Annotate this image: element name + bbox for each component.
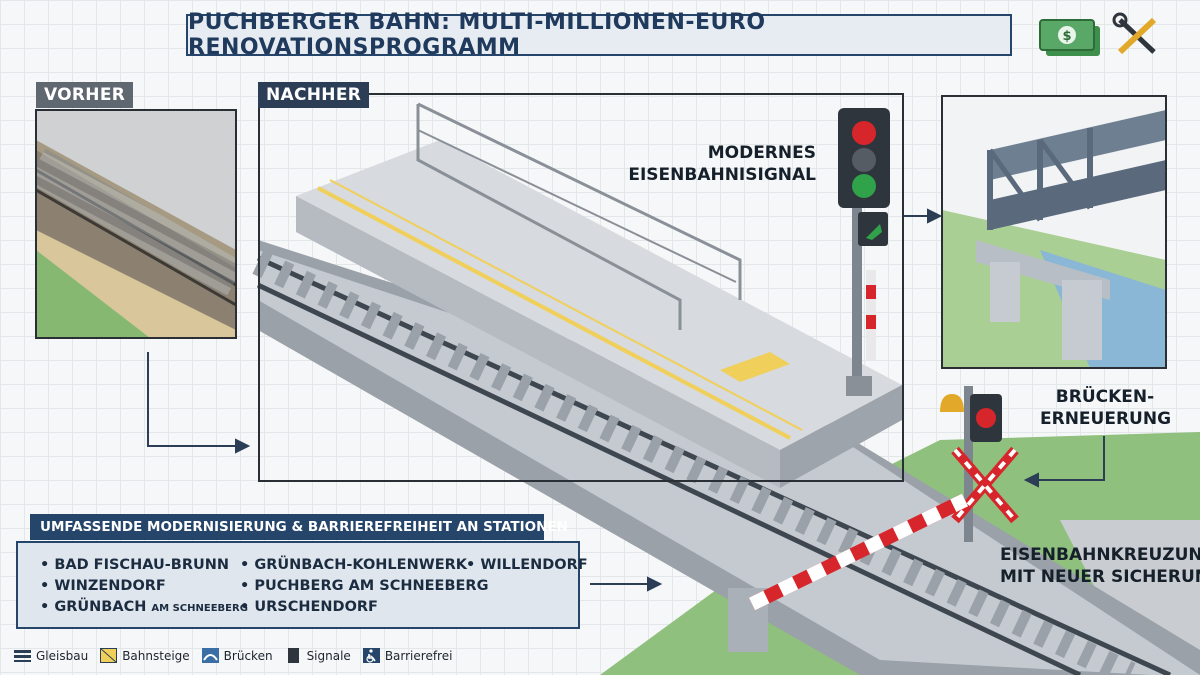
bridge-icon bbox=[201, 648, 219, 663]
legend-label: Brücken bbox=[223, 648, 273, 663]
after-panel bbox=[258, 93, 904, 482]
crossing-callout-line2: MIT NEUER SICHERUNG bbox=[1000, 567, 1200, 587]
signal-callout-line1: MODERNES bbox=[707, 143, 816, 163]
railway-signal bbox=[838, 108, 890, 396]
money-icon: $ bbox=[1039, 19, 1100, 56]
legend-label: Signale bbox=[306, 648, 351, 663]
connector-arrows bbox=[147, 208, 1105, 592]
before-label: VORHER bbox=[36, 82, 134, 108]
crossing-callout: EISENBAHNKREUZUNG MIT NEUER SICHERUNG bbox=[1000, 544, 1200, 588]
bridge-callout-line1: BRÜCKEN- bbox=[1055, 387, 1155, 407]
platform bbox=[296, 102, 902, 488]
station-item: • URSCHENDORF bbox=[240, 599, 378, 615]
stations-column-3: • WILLENDORF bbox=[466, 555, 588, 576]
stations-list: • BAD FISCHAU-BRUNN • WINZENDORF • GRÜNB… bbox=[16, 541, 588, 629]
legend: Gleisbau Bahnsteige Brücken Signale Barr… bbox=[14, 648, 452, 663]
station-item: • GRÜNBACH-KOHLENWERK bbox=[240, 557, 467, 573]
legend-label: Barrierefrei bbox=[384, 648, 453, 663]
legend-label: Gleisbau bbox=[36, 648, 89, 663]
station-item: • PUCHBERG AM SCHNEEBERG bbox=[240, 578, 489, 594]
legend-item-platform: Bahnsteige bbox=[100, 648, 190, 663]
svg-text:$: $ bbox=[1062, 29, 1071, 44]
legend-item-bridge: Brücken bbox=[201, 648, 273, 663]
legend-item-track: Gleisbau bbox=[14, 648, 88, 663]
station-item: • WILLENDORF bbox=[466, 557, 588, 573]
after-label: NACHHER bbox=[258, 82, 370, 108]
station-item: • WINZENDORF bbox=[40, 578, 166, 594]
bridge-scene bbox=[942, 96, 1166, 368]
signal-callout-line2: EISENBAHNISIGNAL bbox=[628, 165, 816, 185]
stations-heading: UMFASSENDE MODERNISIERUNG & BARRIEREFREI… bbox=[30, 514, 568, 540]
stations-column-1: • BAD FISCHAU-BRUNN • WINZENDORF • GRÜNB… bbox=[40, 555, 248, 619]
legend-label: Bahnsteige bbox=[122, 648, 190, 663]
station-item: • GRÜNBACH AM SCHNEEBERG bbox=[40, 599, 248, 615]
bridge-callout-line2: ERNEUERUNG bbox=[1040, 409, 1172, 429]
track-icon bbox=[14, 650, 31, 662]
level-crossing-barrier bbox=[728, 493, 969, 652]
crossing-signal bbox=[940, 386, 1019, 542]
signal-callout: MODERNES EISENBAHNISIGNAL bbox=[628, 142, 816, 186]
signal-icon bbox=[287, 648, 299, 663]
legend-item-accessibility: Barrierefrei bbox=[362, 648, 453, 663]
stations-column-2: • GRÜNBACH-KOHLENWERK • PUCHBERG AM SCHN… bbox=[240, 555, 488, 618]
tools-icon bbox=[1112, 12, 1157, 55]
bridge-callout: BRÜCKEN- ERNEUERUNG bbox=[1040, 386, 1172, 430]
before-track-scene bbox=[36, 110, 236, 338]
legend-item-signal: Signale bbox=[285, 648, 351, 663]
page-title: PUCHBERGER BAHN: MULTI-MILLIONEN-EURO RE… bbox=[186, 10, 1012, 60]
accessibility-icon bbox=[362, 648, 380, 663]
station-item: • BAD FISCHAU-BRUNN bbox=[40, 557, 230, 573]
crossing-callout-line1: EISENBAHNKREUZUNG bbox=[1000, 545, 1200, 565]
platform-icon bbox=[100, 648, 118, 663]
